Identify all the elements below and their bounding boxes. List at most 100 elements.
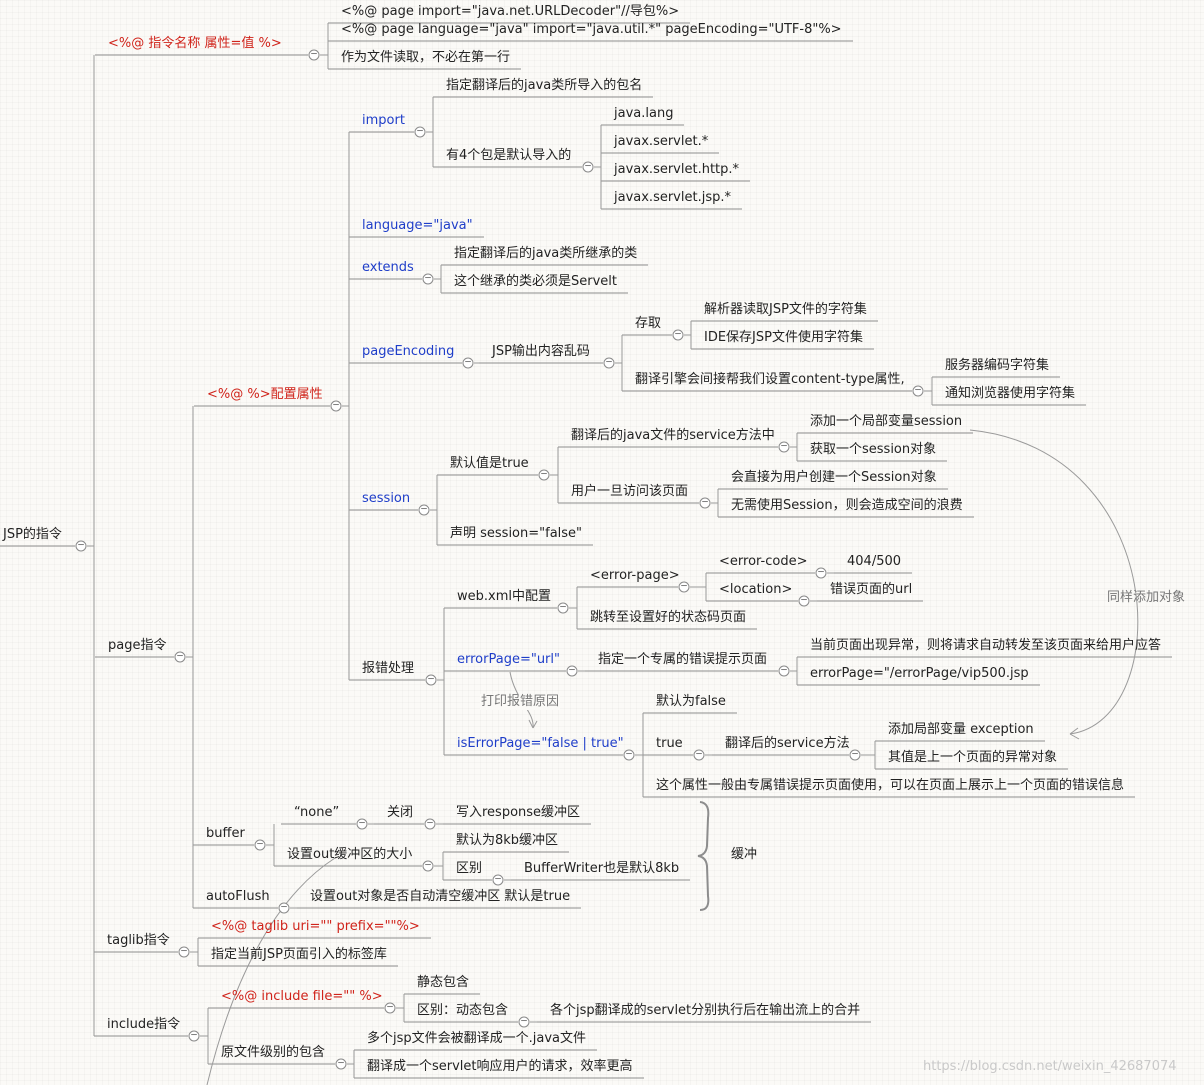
collapse-toggle-icon[interactable]: − xyxy=(518,1016,530,1028)
same-add-arrow xyxy=(969,429,1139,735)
collapse-toggle-icon[interactable]: − xyxy=(798,595,810,607)
node-sesv: 用户一旦访问该页面 xyxy=(571,484,689,499)
node-bufc: 关闭 xyxy=(387,805,414,820)
node-sesv1: 会直接为用户创建一个Session对象 xyxy=(731,470,937,485)
node-imp: import xyxy=(362,113,405,128)
collapse-toggle-icon[interactable]: − xyxy=(699,497,711,509)
collapse-toggle-icon[interactable]: − xyxy=(492,874,504,886)
node-d3: javax.servlet.jsp.* xyxy=(614,190,731,205)
node-syn: <%@ 指令名称 属性=值 %> xyxy=(108,36,282,51)
collapse-toggle-icon[interactable]: − xyxy=(356,818,368,830)
node-afd: 设置out对象是否自动清空缓冲区 默认是true xyxy=(310,889,571,904)
collapse-toggle-icon[interactable]: − xyxy=(308,49,320,61)
node-syn3: 作为文件读取，不必在第一行 xyxy=(341,50,511,65)
collapse-toggle-icon[interactable]: − xyxy=(422,273,434,285)
arrow-head xyxy=(528,719,534,729)
collapse-toggle-icon[interactable]: − xyxy=(188,1030,200,1042)
collapse-toggle-icon[interactable]: − xyxy=(278,902,290,914)
collapse-toggle-icon[interactable]: − xyxy=(538,469,550,481)
node-lang: language="java" xyxy=(362,218,473,233)
node-root: JSP的指令 xyxy=(3,527,62,542)
node-ext2: 这个继承的类必须是Servelt xyxy=(454,274,617,289)
collapse-toggle-icon[interactable]: − xyxy=(254,839,266,851)
node-epd: 指定一个专属的错误提示页面 xyxy=(598,652,768,667)
node-sesv2: 无需使用Session，则会造成空间的浪费 xyxy=(731,498,963,513)
node-sesd: 默认值是true xyxy=(450,456,529,471)
node-pe: pageEncoding xyxy=(362,344,455,359)
collapse-toggle-icon[interactable]: − xyxy=(335,1058,347,1070)
node-incst: 静态包含 xyxy=(417,975,470,990)
node-ec: <error-code> xyxy=(719,554,808,569)
collapse-toggle-icon[interactable]: − xyxy=(672,329,684,341)
node-sesdec: 声明 session="false" xyxy=(450,526,583,541)
node-pet2: 通知浏览器使用字符集 xyxy=(945,386,1076,401)
buffer-brace xyxy=(697,801,710,911)
collapse-toggle-icon[interactable]: − xyxy=(414,126,426,138)
relationship-curve xyxy=(206,857,336,1085)
node-ext1: 指定翻译后的java类所继承的类 xyxy=(454,246,638,261)
collapse-toggle-icon[interactable]: − xyxy=(912,385,924,397)
node-wx: web.xml中配置 xyxy=(457,589,551,604)
node-epu: errorPage="url" xyxy=(457,652,560,667)
collapse-toggle-icon[interactable]: − xyxy=(603,357,615,369)
node-sess: 翻译后的java文件的service方法中 xyxy=(571,428,775,443)
same-add-label: 同样添加对象 xyxy=(1107,590,1186,605)
collapse-toggle-icon[interactable]: − xyxy=(330,400,342,412)
arrow-head xyxy=(1069,733,1080,740)
node-locv: 错误页面的url xyxy=(830,582,913,597)
node-af: autoFlush xyxy=(206,889,270,904)
arrow-head xyxy=(532,720,538,729)
node-tagd: 指定当前JSP页面引入的标签库 xyxy=(211,947,387,962)
node-bufn: “none” xyxy=(294,805,340,820)
collapse-toggle-icon[interactable]: − xyxy=(424,818,436,830)
node-pes2: IDE保存JSP文件使用字符集 xyxy=(704,330,863,345)
collapse-toggle-icon[interactable]: − xyxy=(418,504,430,516)
node-ieps2: 其值是上一个页面的异常对象 xyxy=(888,750,1058,765)
node-incd: 区别：动态包含 xyxy=(417,1003,509,1018)
node-iep: isErrorPage="false | true" xyxy=(457,736,624,751)
node-ext: extends xyxy=(362,260,414,275)
node-sess1: 添加一个局部变量session xyxy=(810,414,963,429)
collapse-toggle-icon[interactable]: − xyxy=(678,581,690,593)
node-bufd: 区别 xyxy=(456,861,483,876)
node-epd1: 当前页面出现异常，则将请求自动转发至该页面来给用户应答 xyxy=(810,638,1162,653)
node-impd: 有4个包是默认导入的 xyxy=(446,148,572,163)
node-iepu: 这个属性一般由专属错误提示页面使用，可以在页面上展示上一个页面的错误信息 xyxy=(656,778,1125,793)
collapse-toggle-icon[interactable]: − xyxy=(849,749,861,761)
node-incf: 原文件级别的包含 xyxy=(221,1045,326,1060)
buffer-summary-label: 缓冲 xyxy=(731,847,758,862)
node-tags: <%@ taglib uri="" prefix=""%> xyxy=(211,919,420,934)
node-buf: buffer xyxy=(206,826,245,841)
node-epd2: errorPage="/errorPage/vip500.jsp xyxy=(810,666,1029,681)
node-err: 报错处理 xyxy=(362,661,415,676)
collapse-toggle-icon[interactable]: − xyxy=(425,674,437,686)
collapse-toggle-icon[interactable]: − xyxy=(384,1002,396,1014)
collapse-toggle-icon[interactable]: − xyxy=(178,946,190,958)
collapse-toggle-icon[interactable]: − xyxy=(623,749,635,761)
node-iept: true xyxy=(656,736,683,751)
collapse-toggle-icon[interactable]: − xyxy=(75,540,87,552)
node-bufbw: BufferWriter也是默认8kb xyxy=(524,861,680,876)
collapse-toggle-icon[interactable]: − xyxy=(557,602,569,614)
node-pet: 翻译引擎会间接帮我们设置content-type属性, xyxy=(635,372,905,387)
node-bufs1: 默认为8kb缓冲区 xyxy=(456,833,559,848)
collapse-toggle-icon[interactable]: − xyxy=(174,651,186,663)
node-incdd: 各个jsp翻译成的servlet分别执行后在输出流上的合并 xyxy=(550,1003,861,1018)
collapse-toggle-icon[interactable]: − xyxy=(815,567,827,579)
collapse-toggle-icon[interactable]: − xyxy=(778,441,790,453)
node-iepf: 默认为false xyxy=(656,694,726,709)
node-pep: JSP输出内容乱码 xyxy=(492,344,590,359)
collapse-toggle-icon[interactable]: − xyxy=(462,357,474,369)
node-ieps: 翻译后的service方法 xyxy=(725,736,850,751)
collapse-toggle-icon[interactable]: − xyxy=(582,161,594,173)
node-inc: include指令 xyxy=(107,1017,181,1032)
print-cause-label: 打印报错原因 xyxy=(480,694,561,710)
collapse-toggle-icon[interactable]: − xyxy=(693,749,705,761)
collapse-toggle-icon[interactable]: − xyxy=(422,860,434,872)
node-cfg: <%@ %>配置属性 xyxy=(207,387,323,402)
collapse-toggle-icon[interactable]: − xyxy=(778,665,790,677)
node-syn2: <%@ page language="java" import="java.ut… xyxy=(341,22,842,37)
collapse-toggle-icon[interactable]: − xyxy=(566,665,578,677)
